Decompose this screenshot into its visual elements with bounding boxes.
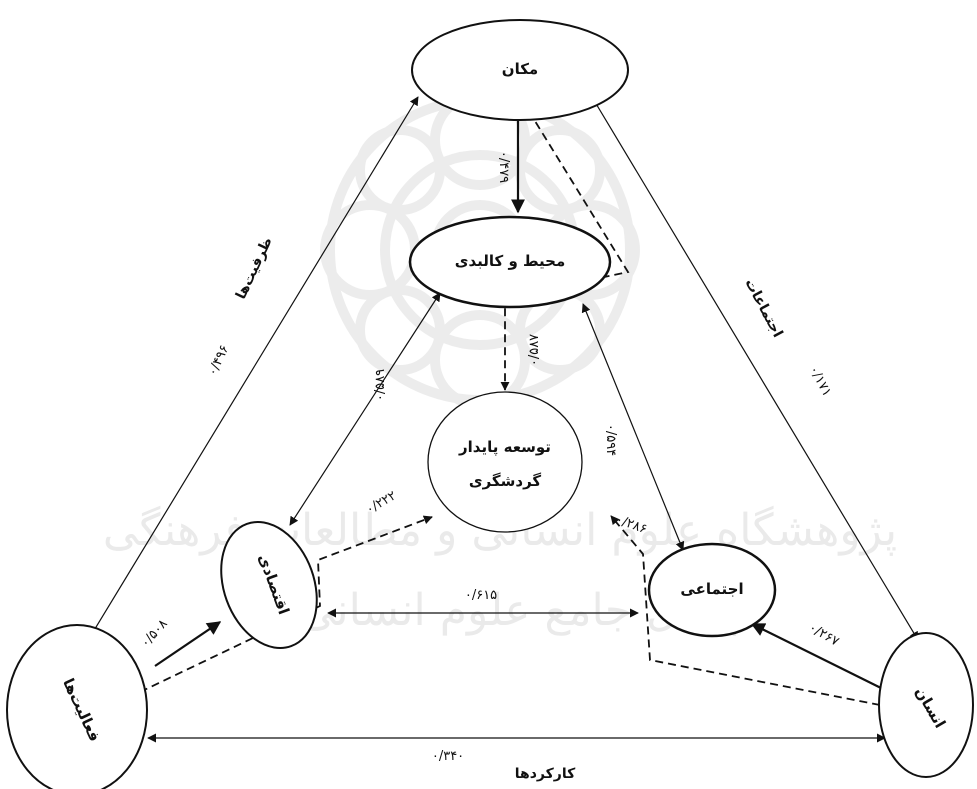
- node-economic: [220, 521, 318, 649]
- edge-activities-economic-center-dashed: [139, 515, 433, 693]
- node-social: [647, 542, 777, 638]
- edge-place-human: [591, 96, 919, 641]
- side-label-capacities: ظرفیت‌ها: [233, 235, 276, 302]
- side-label-functions: کارکردها: [515, 766, 576, 782]
- label-activities-economic: ۰/۵۰۸: [138, 617, 171, 651]
- edge-human-social: [750, 623, 886, 691]
- label-activities-human: ۰/۳۴۰: [432, 749, 464, 764]
- label-place-environment: ۰/۴۷۹: [496, 151, 511, 183]
- node-place: [411, 19, 629, 121]
- label-place-activities: ۰/۴۹۶: [205, 343, 232, 379]
- edge-environment-economic: [289, 292, 441, 526]
- node-environment: [408, 215, 612, 309]
- node-center-label-1: توسعه پایدار: [458, 438, 551, 457]
- node-center-label-2: گردشگری: [469, 472, 542, 490]
- label-environment-social: ۰/۵۹۴: [603, 424, 618, 456]
- label-environment-center: ۰/۵۸۷: [527, 334, 542, 366]
- node-place-label: مکان: [502, 60, 538, 78]
- label-human-social: ۰/۲۶۷: [806, 620, 841, 649]
- label-economic-social: ۰/۶۱۵: [465, 588, 497, 603]
- node-center: [427, 391, 583, 533]
- label-place-human: ۰/۱۷۱: [806, 364, 834, 400]
- node-environment-label: محیط و کالبدی: [455, 252, 566, 270]
- edge-human-social-center-dashed: [610, 515, 881, 706]
- node-activities: [6, 624, 148, 789]
- edge-environment-social: [581, 303, 685, 551]
- edge-place-activities: [89, 96, 419, 638]
- node-social-label: اجتماعی: [680, 580, 743, 598]
- node-human: [878, 632, 974, 778]
- edge-activities-economic: [154, 621, 222, 667]
- side-label-communities: اجتماعات: [741, 276, 785, 340]
- label-environment-economic: ۰/۵۸۹: [373, 369, 388, 401]
